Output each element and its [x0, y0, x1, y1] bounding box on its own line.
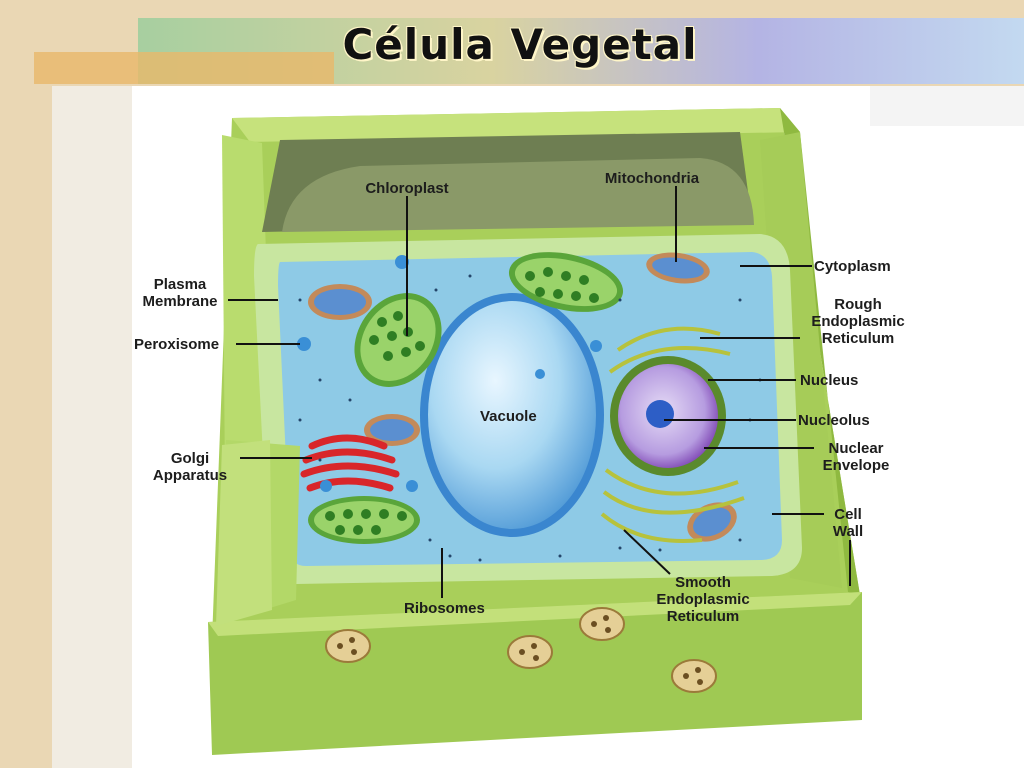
ribosomes: [298, 274, 762, 562]
label-ribosomes: Ribosomes: [404, 600, 485, 617]
label-nuclear-envelope: Nuclear Envelope: [822, 440, 890, 474]
golgi-apparatus: [300, 434, 400, 492]
label-cell-wall: Cell Wall: [832, 506, 864, 540]
label-nucleus: Nucleus: [800, 372, 859, 389]
page-title: Célula Vegetal: [342, 20, 698, 69]
vacuole: [420, 293, 604, 537]
label-cytoplasm: Cytoplasm: [814, 258, 891, 275]
label-peroxisome: Peroxisome: [134, 336, 220, 353]
label-rough-er: Rough Endoplasmic Reticulum: [811, 296, 905, 347]
cell-wall-front: [208, 440, 862, 755]
label-mitochondria: Mitochondria: [604, 170, 700, 187]
nucleus: [610, 356, 726, 476]
label-chloroplast: Chloroplast: [365, 180, 449, 197]
plasmodesmata: [325, 607, 717, 693]
label-nucleolus: Nucleolus: [798, 412, 870, 429]
mitochondria: [308, 252, 737, 542]
label-smooth-er: Smooth Endoplasmic Reticulum: [656, 574, 750, 625]
label-plasma-membrane: Plasma Membrane: [142, 276, 218, 310]
leader-lines: [228, 186, 851, 598]
peroxisomes: [297, 255, 602, 492]
endoplasmic-reticulum: [600, 326, 745, 543]
label-vacuole: Vacuole: [480, 408, 537, 425]
chloroplasts: [308, 252, 624, 544]
label-golgi-apparatus: Golgi Apparatus: [152, 450, 228, 484]
